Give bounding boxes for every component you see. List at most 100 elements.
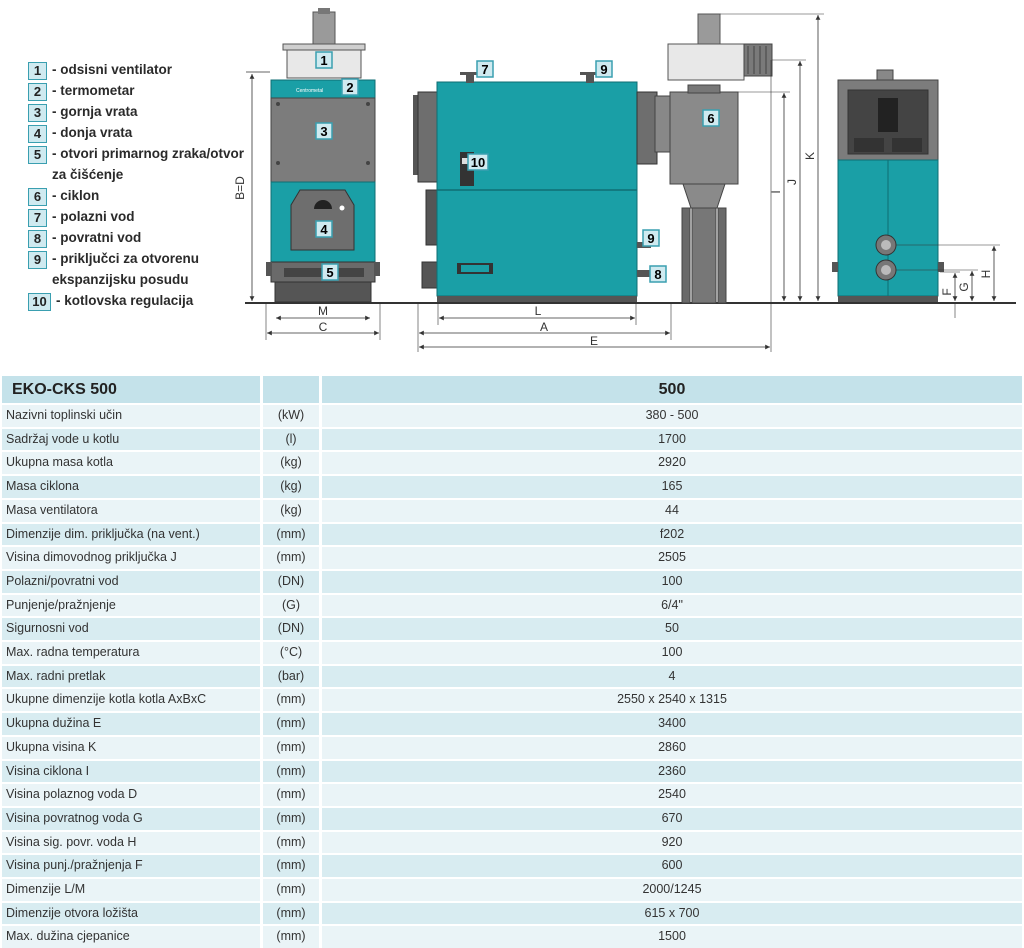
boiler-technical-drawing: Centrometal 1 2 3 4 5 <box>233 8 1016 352</box>
dim-h: H <box>896 244 1000 301</box>
table-row: Dimenzije L/M(mm)2000/1245 <box>2 877 1022 901</box>
row-unit: (G) <box>260 592 322 617</box>
row-value: 380 - 500 <box>322 403 1022 427</box>
row-value: 3400 <box>322 711 1022 735</box>
legend-item: 10 - kotlovska regulacija <box>28 293 253 311</box>
row-label: Ukupna masa kotla <box>2 450 260 475</box>
row-value: 2920 <box>322 450 1022 475</box>
side-door-flange <box>417 91 439 183</box>
cyclone-fan-motor <box>697 13 721 45</box>
svg-text:7: 7 <box>481 62 488 77</box>
svg-text:3: 3 <box>320 124 327 139</box>
brand-logo: Centrometal <box>296 88 323 94</box>
svg-text:10: 10 <box>471 155 485 170</box>
row-unit: (mm) <box>260 782 322 806</box>
row-label: Dimenzije L/M <box>2 877 260 901</box>
row-value: 2360 <box>322 758 1022 783</box>
dim-a: A <box>417 303 672 352</box>
row-unit: (bar) <box>260 663 322 688</box>
legend-text: - kotlovska regulacija <box>56 293 194 308</box>
row-label: Ukupna visina K <box>2 734 260 759</box>
row-label: Max. radna temperatura <box>2 640 260 664</box>
row-value: 1500 <box>322 924 1022 948</box>
svg-text:H: H <box>979 270 993 279</box>
row-unit: (mm) <box>260 924 322 948</box>
row-label: Sigurnosni vod <box>2 616 260 641</box>
row-unit: (mm) <box>260 877 322 901</box>
table-row: Ukupna visina K(mm)2860 <box>2 734 1022 759</box>
svg-text:L: L <box>535 304 542 318</box>
table-row: Visina ciklona I(mm)2360 <box>2 758 1022 783</box>
row-unit: (mm) <box>260 711 322 735</box>
row-value: 600 <box>322 853 1022 878</box>
row-unit: (mm) <box>260 853 322 878</box>
value-header: 500 <box>322 376 1022 403</box>
svg-text:B=D: B=D <box>233 176 247 200</box>
cyclone <box>667 13 773 304</box>
legend-text: - povratni vod <box>52 230 142 245</box>
row-label: Max. dužina cjepanice <box>2 924 260 948</box>
table-row: Max. dužina cjepanice(mm)1500 <box>2 924 1022 948</box>
callout-10: 10 <box>467 153 489 171</box>
dim-bd: B=D <box>233 71 270 301</box>
legend-text: - termometar <box>52 83 135 98</box>
row-label: Visina polaznog voda D <box>2 782 260 806</box>
side-body-lower <box>436 189 638 297</box>
table-row: Visina punj./pražnjenja F(mm)600 <box>2 853 1022 878</box>
legend-item: 9 - priključci za otvorenu ekspanzijsku … <box>28 251 253 290</box>
row-unit: (mm) <box>260 758 322 783</box>
legend-text: - ciklon <box>52 188 100 203</box>
row-unit: (kg) <box>260 497 322 522</box>
svg-text:I: I <box>769 190 783 193</box>
callout-7: 7 <box>476 60 494 78</box>
row-value: 615 x 700 <box>322 900 1022 925</box>
table-row: Ukupne dimenzije kotla kotla AxBxC(mm)25… <box>2 687 1022 712</box>
legend-text: - priključci za otvorenu ekspanzijsku po… <box>52 251 200 287</box>
callout-5: 5 <box>321 263 339 281</box>
row-label: Visina punj./pražnjenja F <box>2 853 260 878</box>
legend-item: 4 - donja vrata <box>28 125 253 143</box>
door-sight-glass <box>314 200 332 209</box>
row-unit: (DN) <box>260 616 322 641</box>
row-value: 1700 <box>322 426 1022 451</box>
svg-text:C: C <box>319 320 328 334</box>
model-header: EKO-CKS 500 <box>2 376 260 403</box>
row-unit: (°C) <box>260 640 322 664</box>
callout-9-side: 9 <box>642 229 660 247</box>
row-value: 2860 <box>322 734 1022 759</box>
legend-item: 3 - gornja vrata <box>28 104 253 122</box>
svg-text:9: 9 <box>647 231 654 246</box>
svg-text:2: 2 <box>346 80 353 95</box>
row-value: 6/4" <box>322 592 1022 617</box>
front-lower-door <box>290 189 355 251</box>
table-row: Masa ventilatora(kg)44 <box>2 497 1022 522</box>
table-row: Dimenzije dim. priključka (na vent.)(mm)… <box>2 521 1022 546</box>
svg-text:K: K <box>803 152 817 160</box>
callout-8: 8 <box>649 265 667 283</box>
dim-c: C <box>265 303 381 340</box>
dim-k: K <box>720 13 824 301</box>
row-label: Nazivni toplinski učin <box>2 403 260 427</box>
table-row: Visina sig. povr. voda H(mm)920 <box>2 829 1022 854</box>
row-value: 44 <box>322 497 1022 522</box>
table-row: Nazivni toplinski učin(kW)380 - 500 <box>2 403 1022 427</box>
table-row: Polazni/povratni vod(DN)100 <box>2 568 1022 593</box>
cyclone-fan-housing <box>667 43 745 81</box>
unit-header <box>260 376 322 403</box>
callout-3: 3 <box>315 122 333 140</box>
row-label: Masa ventilatora <box>2 497 260 522</box>
legend-number: 1 <box>28 62 47 80</box>
row-value: 100 <box>322 640 1022 664</box>
table-header-row: EKO-CKS 500 500 <box>2 376 1022 403</box>
legend-item: 6 - ciklon <box>28 188 253 206</box>
row-value: 2540 <box>322 782 1022 806</box>
dim-j: J <box>772 59 806 301</box>
table-row: Sigurnosni vod(DN)50 <box>2 616 1022 641</box>
row-unit: (mm) <box>260 687 322 712</box>
row-unit: (l) <box>260 426 322 451</box>
table-row: Visina polaznog voda D(mm)2540 <box>2 782 1022 806</box>
legend-text: - polazni vod <box>52 209 135 224</box>
legend-item: 8 - povratni vod <box>28 230 253 248</box>
legend-number: 5 <box>28 146 47 164</box>
cyclone-body <box>669 91 739 185</box>
